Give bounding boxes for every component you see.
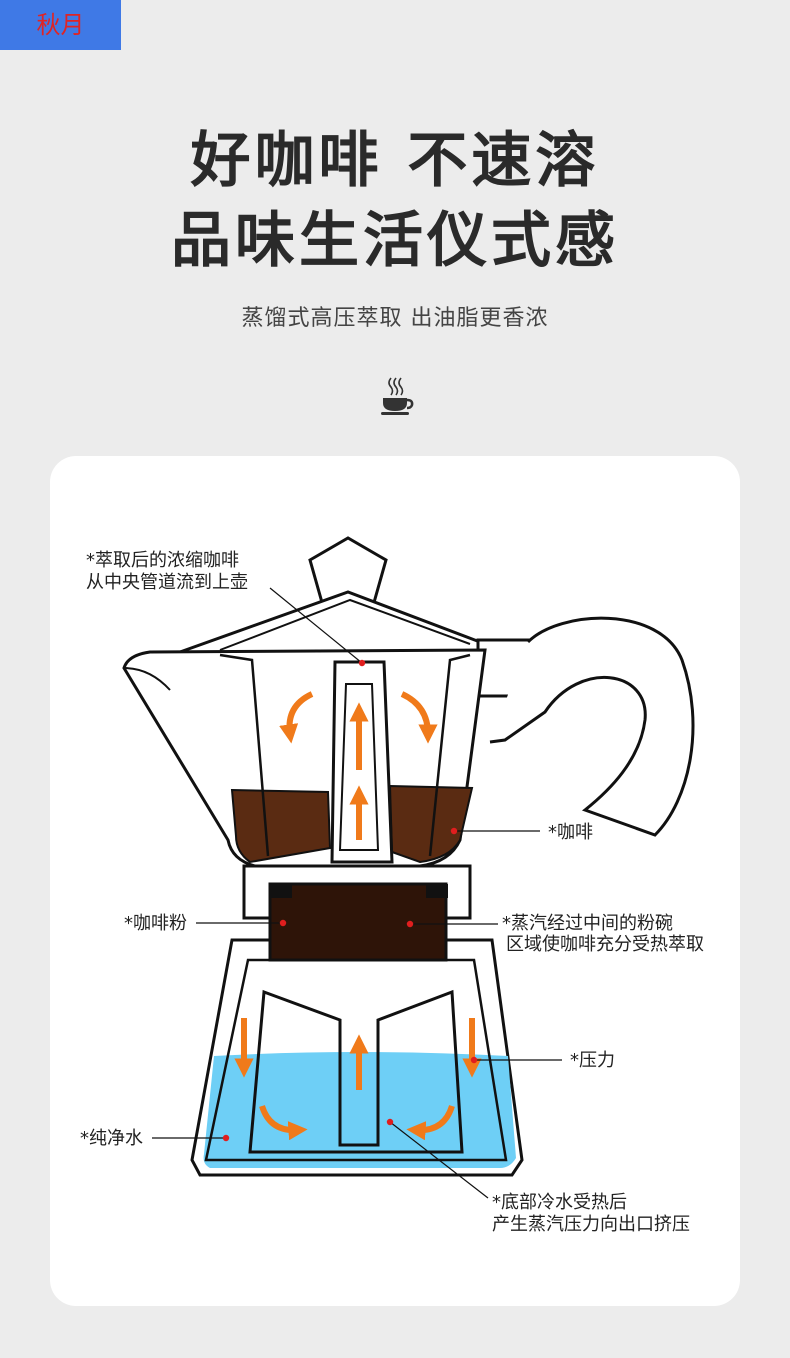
callout-dot (358, 659, 366, 667)
label-steam-line-1: *蒸汽经过中间的粉碗 (502, 913, 673, 934)
coffee-grounds (268, 882, 448, 962)
flow-arrow (279, 691, 314, 744)
label-top-line-1: *萃取后的浓缩咖啡 (86, 550, 239, 571)
label-grounds: *咖啡粉 (124, 913, 187, 934)
filter-funnel (248, 989, 464, 1154)
label-pressure: *压力 (570, 1050, 615, 1071)
callout-dot (386, 1118, 394, 1126)
label-bottom-line-2: 产生蒸汽压力向出口挤压 (492, 1214, 690, 1235)
callout-dot (279, 919, 287, 927)
flow-arrow (400, 691, 438, 744)
flow-arrow (259, 1104, 308, 1141)
brand-tag: 秋月 (0, 0, 121, 50)
label-coffee: *咖啡 (548, 822, 593, 843)
label-bottom-line-1: *底部冷水受热后 (492, 1192, 627, 1213)
headline-line-2: 品味生活仪式感 (171, 206, 619, 276)
callout-dot (406, 920, 414, 928)
coffee-cup-icon (381, 377, 414, 415)
lid (179, 590, 482, 654)
callout-dot (222, 1134, 230, 1142)
label-steam-line-2: 区域使咖啡充分受热萃取 (506, 934, 704, 955)
brewed-coffee (230, 788, 332, 864)
flow-arrow (406, 1104, 455, 1141)
label-top-line-2: 从中央管道流到上壶 (86, 572, 248, 593)
label-water: *纯净水 (80, 1128, 143, 1149)
callout-dot (470, 1056, 478, 1064)
headline-line-1: 好咖啡 不速溶 (190, 126, 600, 196)
subtitle: 蒸馏式高压萃取 出油脂更香浓 (241, 306, 549, 331)
callout-dot (450, 827, 458, 835)
water (203, 1052, 516, 1168)
lid-knob (308, 536, 388, 608)
